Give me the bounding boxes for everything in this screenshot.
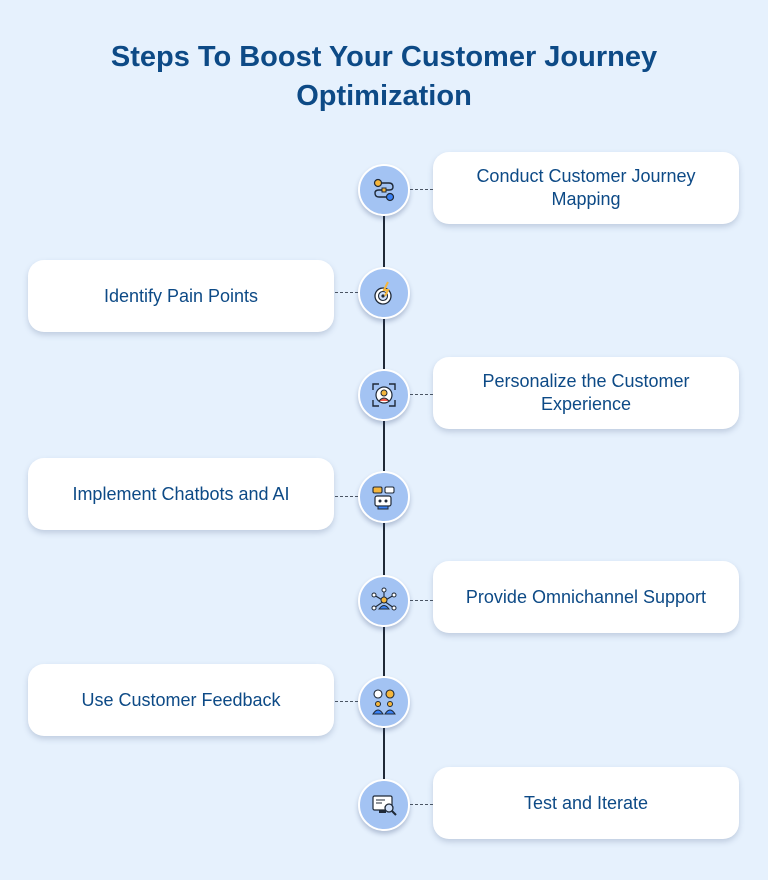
- step-node-4: [358, 471, 410, 523]
- connector-3: [410, 394, 433, 395]
- step-card-6: Use Customer Feedback: [28, 664, 334, 736]
- step-node-2: [358, 267, 410, 319]
- step-label-5: Provide Omnichannel Support: [465, 586, 707, 607]
- step-label-6: Use Customer Feedback: [81, 689, 281, 710]
- step-card-5: Provide Omnichannel Support: [433, 561, 739, 633]
- step-node-7: [358, 779, 410, 831]
- connector-4: [335, 496, 358, 497]
- step-card-3: Personalize the Customer Experience: [433, 357, 739, 429]
- title-line-2: Optimization: [296, 80, 472, 112]
- feedback-people-icon: [372, 689, 396, 715]
- step-card-4: Implement Chatbots and AI: [28, 458, 334, 530]
- step-card-1: Conduct Customer Journey Mapping: [433, 152, 739, 224]
- step-node-1: [358, 164, 410, 216]
- connector-5: [410, 600, 433, 601]
- step-node-5: [358, 575, 410, 627]
- connector-6: [335, 701, 358, 702]
- connector-1: [410, 189, 433, 190]
- connector-2: [335, 292, 358, 293]
- personalize-user-icon: [372, 383, 396, 407]
- step-card-2: Identify Pain Points: [28, 260, 334, 332]
- step-label-1: Conduct Customer Journey Mapping: [476, 166, 696, 209]
- step-label-2: Identify Pain Points: [103, 285, 259, 306]
- page-title: Steps To Boost Your Customer Journey Opt…: [0, 38, 768, 116]
- step-card-7: Test and Iterate: [433, 767, 739, 839]
- step-node-6: [358, 676, 410, 728]
- step-node-3: [358, 369, 410, 421]
- title-line-1: Steps To Boost Your Customer Journey: [110, 41, 658, 73]
- step-label-3: Personalize the Customer Experience: [482, 371, 690, 414]
- test-monitor-icon: [372, 795, 397, 816]
- journey-map-icon: [373, 178, 395, 202]
- chatbot-icon: [372, 486, 395, 510]
- omnichannel-icon: [371, 587, 397, 611]
- step-label-7: Test and Iterate: [523, 792, 649, 813]
- target-bolt-icon: [374, 281, 392, 305]
- step-label-4: Implement Chatbots and AI: [72, 483, 290, 504]
- connector-7: [410, 804, 433, 805]
